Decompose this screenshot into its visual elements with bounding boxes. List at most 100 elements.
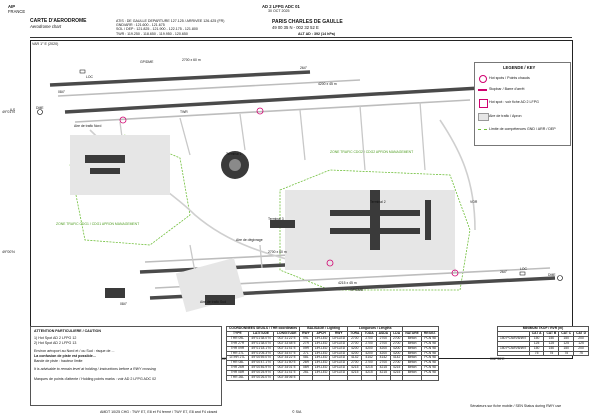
- gp-south-label: GP/DME: [350, 288, 364, 292]
- hotspot-1: [119, 116, 127, 124]
- hotspot-4: [451, 269, 459, 277]
- hotspot-square-icon: [479, 99, 488, 108]
- frequency-twr: TWR : 119.250 - 118.650 - 119.950 - 120.…: [116, 31, 188, 36]
- terminal-2-label: Terminal 2: [370, 200, 386, 204]
- chart-reference: AD 2 LFPG ADC 01: [262, 4, 300, 9]
- rwy-table-cell: [329, 375, 349, 381]
- rwy-table-cell: [361, 375, 377, 381]
- tower-label: TWR: [180, 110, 188, 114]
- rvr-table-cell: 75: [573, 350, 589, 357]
- legend-panel: LEGENDE / KEY Hot spots / Points chauds …: [474, 62, 571, 146]
- rwy-table-cell: LIH-LED: [311, 370, 331, 377]
- rvr-table-cell: 75: [528, 350, 545, 357]
- lat-tick-1: 49°01'N: [2, 110, 15, 114]
- footer-publisher: © SIA: [292, 410, 302, 414]
- rwy-table-cell: [390, 375, 404, 381]
- terminal-1-core: [229, 159, 241, 171]
- chart-subtitle: Aerodrome chart: [30, 24, 62, 29]
- apron-north-label: Aire de trafic Nord: [74, 124, 102, 128]
- caution-title: ATTENTION PARTICULIERE / CAUTION: [34, 329, 101, 333]
- runway-label-09l-27r: 2700 x 60 m: [182, 58, 201, 62]
- caution-line-2: 2) Hot Spot AD 2 LFPG 13: [34, 341, 77, 345]
- green-zone-1-label: ZONE TRAFIC CDG1 / CDG1 APRON MANAGEMENT: [56, 222, 140, 226]
- apron-boundary-cdg2: [279, 169, 471, 291]
- taxiway-east: [439, 119, 476, 231]
- legend-item-4: Aire de trafic / Apron: [489, 114, 522, 118]
- building-cargo-west: [85, 155, 125, 163]
- building-hangar: [90, 168, 120, 174]
- rvr-table-cell: 150 PCN/R/B/W/T: [497, 335, 530, 342]
- dme-east-icon: [557, 275, 563, 281]
- rvr-table-cell: [497, 350, 530, 357]
- boundary-line-icon: [478, 129, 487, 130]
- caution-line-4: La confusion de piste est possible...: [34, 354, 96, 358]
- magnetic-variation: VAR 1° E (2020): [32, 42, 59, 46]
- apron-south-label: Aire de trafic Sud: [200, 300, 227, 304]
- rwy-table-cell: 002°35'06"E: [273, 375, 301, 381]
- qfu-north-label: 264°: [300, 66, 308, 70]
- taxiway-north-inner: [74, 99, 471, 123]
- caution-line-1: 1) Hot Spot AD 2 LFPG 12: [34, 336, 77, 340]
- green-zone-2-label: ZONE TRAFIC CDG2 / CDG2 APRON MANAGEMENT: [330, 150, 414, 154]
- ils-label: ILS: [10, 108, 16, 112]
- loc-west-label: LOC: [86, 75, 93, 79]
- aerodrome-altitude: ALT AD : 392 (14 hPa): [298, 32, 335, 36]
- legend-item-2: Stopbar / Barre d'arrêt: [489, 87, 525, 91]
- frequency-block: ATIS : DE GAULLE DEPARTURE 127.125 / ARR…: [116, 19, 224, 36]
- runway-label-08l-26r: 2700 x 60 m: [268, 250, 287, 254]
- rwy-table-cell: LIH-LED: [329, 370, 349, 377]
- rwy-table-cell: [402, 375, 422, 381]
- footer-note: Sénateurs sur fiche mobile / SEN Status …: [470, 404, 562, 408]
- terminal-2g: [425, 200, 431, 240]
- airport-coordinates: 49 00 35 N - 002 32 52 E: [272, 25, 319, 30]
- dme-west-label: DME: [36, 106, 44, 110]
- terminal-3-label: Terminal 3: [268, 217, 284, 221]
- aerodrome-map: [37, 69, 563, 313]
- frequency-sol: SOL / DEP : 121.825 - 121.900 - 122.175 …: [116, 27, 198, 32]
- runway-label-09r-27l: 4200 x 45 m: [318, 82, 337, 86]
- caution-line-5: Bande de piste : hauteur limite: [34, 359, 83, 363]
- caution-line-7: Marques de points d'attente / Holding po…: [34, 377, 157, 381]
- deicing-label: Aire de dégivrage: [236, 238, 263, 242]
- rvr-table-cell: 150 PCN/R/B/W/T: [497, 345, 530, 352]
- building-south: [205, 295, 235, 305]
- loc-east-label: LOC: [520, 267, 527, 271]
- vor-label: VOR: [470, 200, 478, 204]
- hotspot-2: [256, 107, 264, 115]
- chart-title: CARTE D'AERODROME: [30, 18, 87, 24]
- qfu-north-east-label: 084°: [58, 90, 66, 94]
- legend-item-1: Hot spots / Points chauds: [489, 76, 530, 80]
- dme-west-icon: [37, 109, 43, 115]
- gp-north-label: GP/DME: [140, 60, 154, 64]
- chart-date: 30 OCT 2025: [268, 9, 290, 13]
- runway-09l-27r: [49, 70, 311, 87]
- rwy-table-cell: THR 26L: [226, 375, 249, 381]
- legend-item-3: Hot spot : voir fiche AD 2 LFPG: [489, 100, 539, 104]
- rvr-table-cell: 75: [543, 350, 560, 357]
- runway-label-08r-26l: 4215 x 45 m: [338, 281, 357, 285]
- dme-east-label: DME: [548, 273, 556, 277]
- loc-east-icon: [519, 271, 526, 276]
- rwy-table-cell: 49°00'26.0"N: [247, 375, 275, 381]
- rwy-table-cell: [375, 375, 392, 381]
- apron-west: [70, 135, 170, 195]
- rvr-table-cell: 75: [558, 350, 575, 357]
- building-south-west: [105, 288, 125, 298]
- rwy-table-cell: [347, 375, 363, 381]
- terminal-3-building: [270, 220, 295, 228]
- runway-data-table: COORDONNEES SEUILS / THR coordinates BAL…: [225, 326, 440, 381]
- taxiway-north-parallel: [57, 79, 361, 97]
- hotspot-icon: [479, 75, 487, 83]
- hotspot-3: [326, 259, 334, 267]
- caution-panel: ATTENTION PARTICULIERE / CAUTION 1) Hot …: [30, 326, 222, 406]
- loc-west-icon: [79, 69, 86, 74]
